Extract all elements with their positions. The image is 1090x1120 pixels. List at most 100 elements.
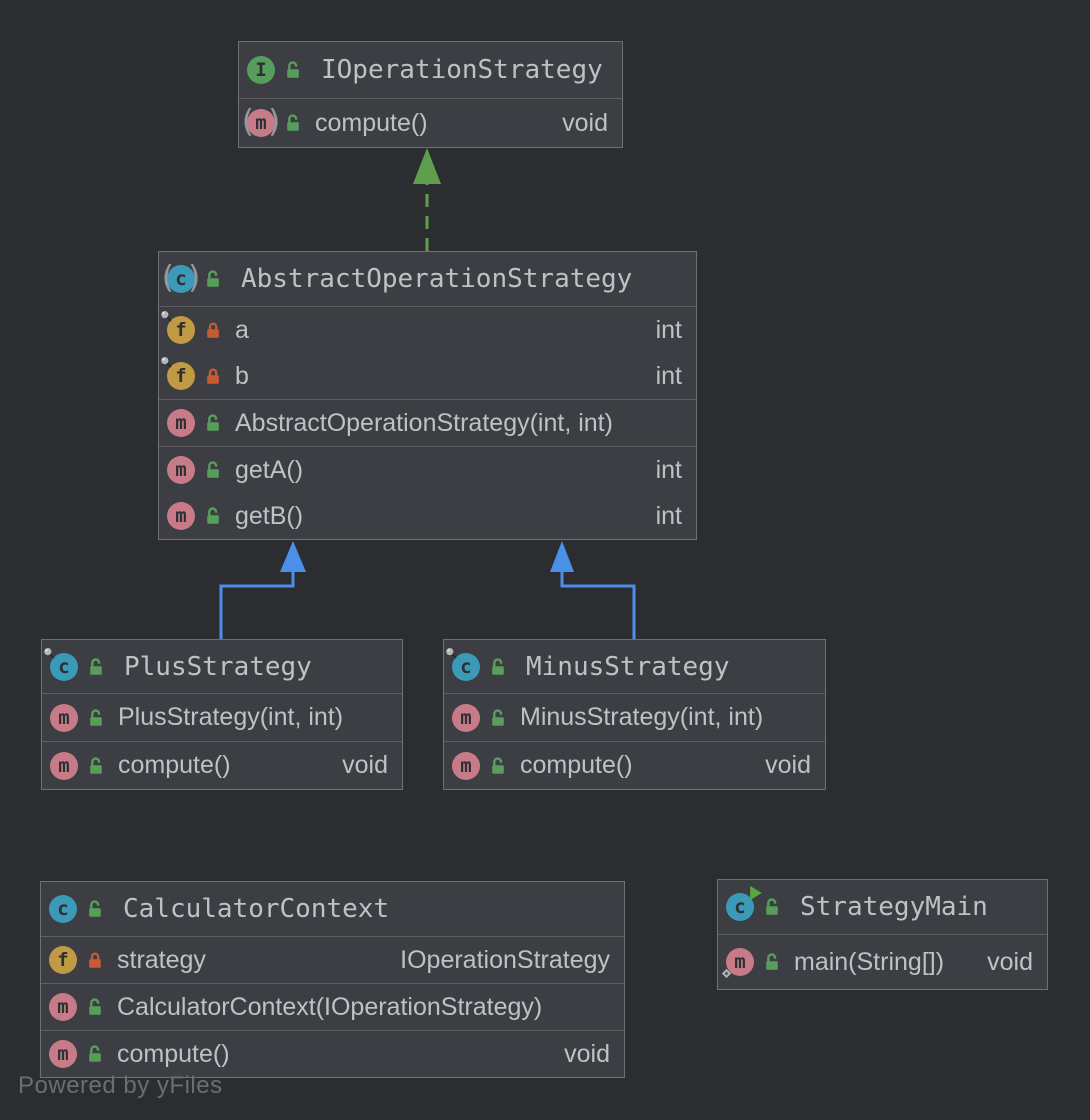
static-icon [720, 967, 733, 980]
field-icon: f [161, 357, 195, 390]
members-section: m PlusStrategy(int, int) [42, 693, 402, 741]
member-name: MinusStrategy(int, int) [520, 703, 764, 731]
member-type: void [564, 1039, 610, 1068]
lock-open-icon [89, 998, 101, 1015]
member-name: getA() [235, 455, 304, 484]
class-header[interactable]: c PlusStrategy [42, 640, 402, 693]
lock-open-icon [89, 1045, 101, 1062]
method-icon: m [452, 703, 480, 732]
member-row[interactable]: m PlusStrategy(int, int) [42, 694, 402, 741]
class-title: MinusStrategy [526, 651, 730, 682]
lock-closed-icon [89, 952, 101, 968]
method-icon: m [50, 703, 78, 732]
interface-icon: I [247, 56, 275, 84]
pin-icon [160, 356, 172, 368]
lock-open-icon [492, 657, 504, 675]
lock-open-icon [90, 708, 102, 726]
member-row[interactable]: f b int [159, 353, 696, 399]
class-title: IOperationStrategy [321, 55, 603, 85]
generalization-edge-generalization-minusstrategy-to-abstractoperationstrategy[interactable] [550, 541, 636, 639]
lock-open-icon [766, 898, 778, 915]
class-icon: c [446, 647, 480, 681]
run-icon [749, 886, 763, 900]
generalization-edge-generalization-plusstrategy-to-abstractoperationstrategy[interactable] [219, 541, 306, 639]
class-header[interactable]: (c) AbstractOperationStrategy [158, 252, 696, 306]
member-row[interactable]: m MinusStrategy(int, int) [444, 694, 825, 741]
members-section: m compute() void [41, 1030, 624, 1077]
class-title: PlusStrategy [124, 651, 312, 682]
method-icon: m [167, 502, 195, 530]
member-name: getB() [235, 501, 304, 530]
edge-line[interactable] [219, 571, 295, 639]
lock-open-icon [492, 708, 504, 726]
member-name: strategy [117, 945, 206, 974]
member-row[interactable]: m compute() void [41, 1031, 624, 1077]
method-icon: m [167, 456, 195, 484]
member-name: compute() [117, 1039, 230, 1068]
member-name: PlusStrategy(int, int) [118, 703, 344, 731]
pin-icon [43, 647, 55, 659]
member-type: void [765, 751, 811, 779]
class-header[interactable]: c MinusStrategy [444, 640, 825, 693]
pin-icon [160, 310, 172, 322]
class-icon: c [726, 886, 762, 921]
member-type: void [987, 947, 1033, 976]
class-header[interactable]: c CalculatorContext [41, 882, 624, 936]
lock-open-icon [207, 414, 219, 431]
class-title: CalculatorContext [123, 894, 390, 924]
pin-icon [445, 647, 457, 659]
method-icon: m [167, 409, 195, 437]
member-type: void [342, 751, 388, 779]
edge-arrowhead-icon [550, 541, 574, 572]
member-row[interactable]: (m)compute()void [238, 99, 622, 147]
member-name: b [235, 361, 249, 390]
class-header[interactable]: I IOperationStrategy [239, 42, 622, 98]
lock-open-icon [207, 270, 219, 287]
method-icon: m [49, 993, 77, 1021]
lock-open-icon [207, 461, 219, 478]
class-abstract-icon: (c) [158, 259, 204, 296]
class-node-IOperationStrategy[interactable]: I IOperationStrategy (m)compute()void [238, 41, 623, 148]
lock-closed-icon [207, 322, 219, 338]
member-name: main(String[]) [794, 947, 945, 976]
member-type: int [655, 361, 682, 390]
lock-closed-icon [207, 368, 219, 384]
class-icon: c [49, 895, 77, 923]
lock-open-icon [207, 507, 219, 524]
realization-edge-realization-abstractoperationstrategy-to-ioperationstrategy[interactable] [413, 148, 441, 251]
yfiles-watermark: Powered by yFiles [18, 1072, 223, 1099]
edge-line[interactable] [560, 571, 636, 639]
edge-arrowhead-icon [413, 148, 441, 184]
method-icon: m [50, 751, 78, 780]
method-abstract-icon: (m) [238, 103, 284, 140]
class-icon: c [44, 647, 78, 681]
method-icon: m [49, 1040, 77, 1068]
class-title: AbstractOperationStrategy [241, 264, 633, 294]
lock-open-icon [90, 756, 102, 774]
